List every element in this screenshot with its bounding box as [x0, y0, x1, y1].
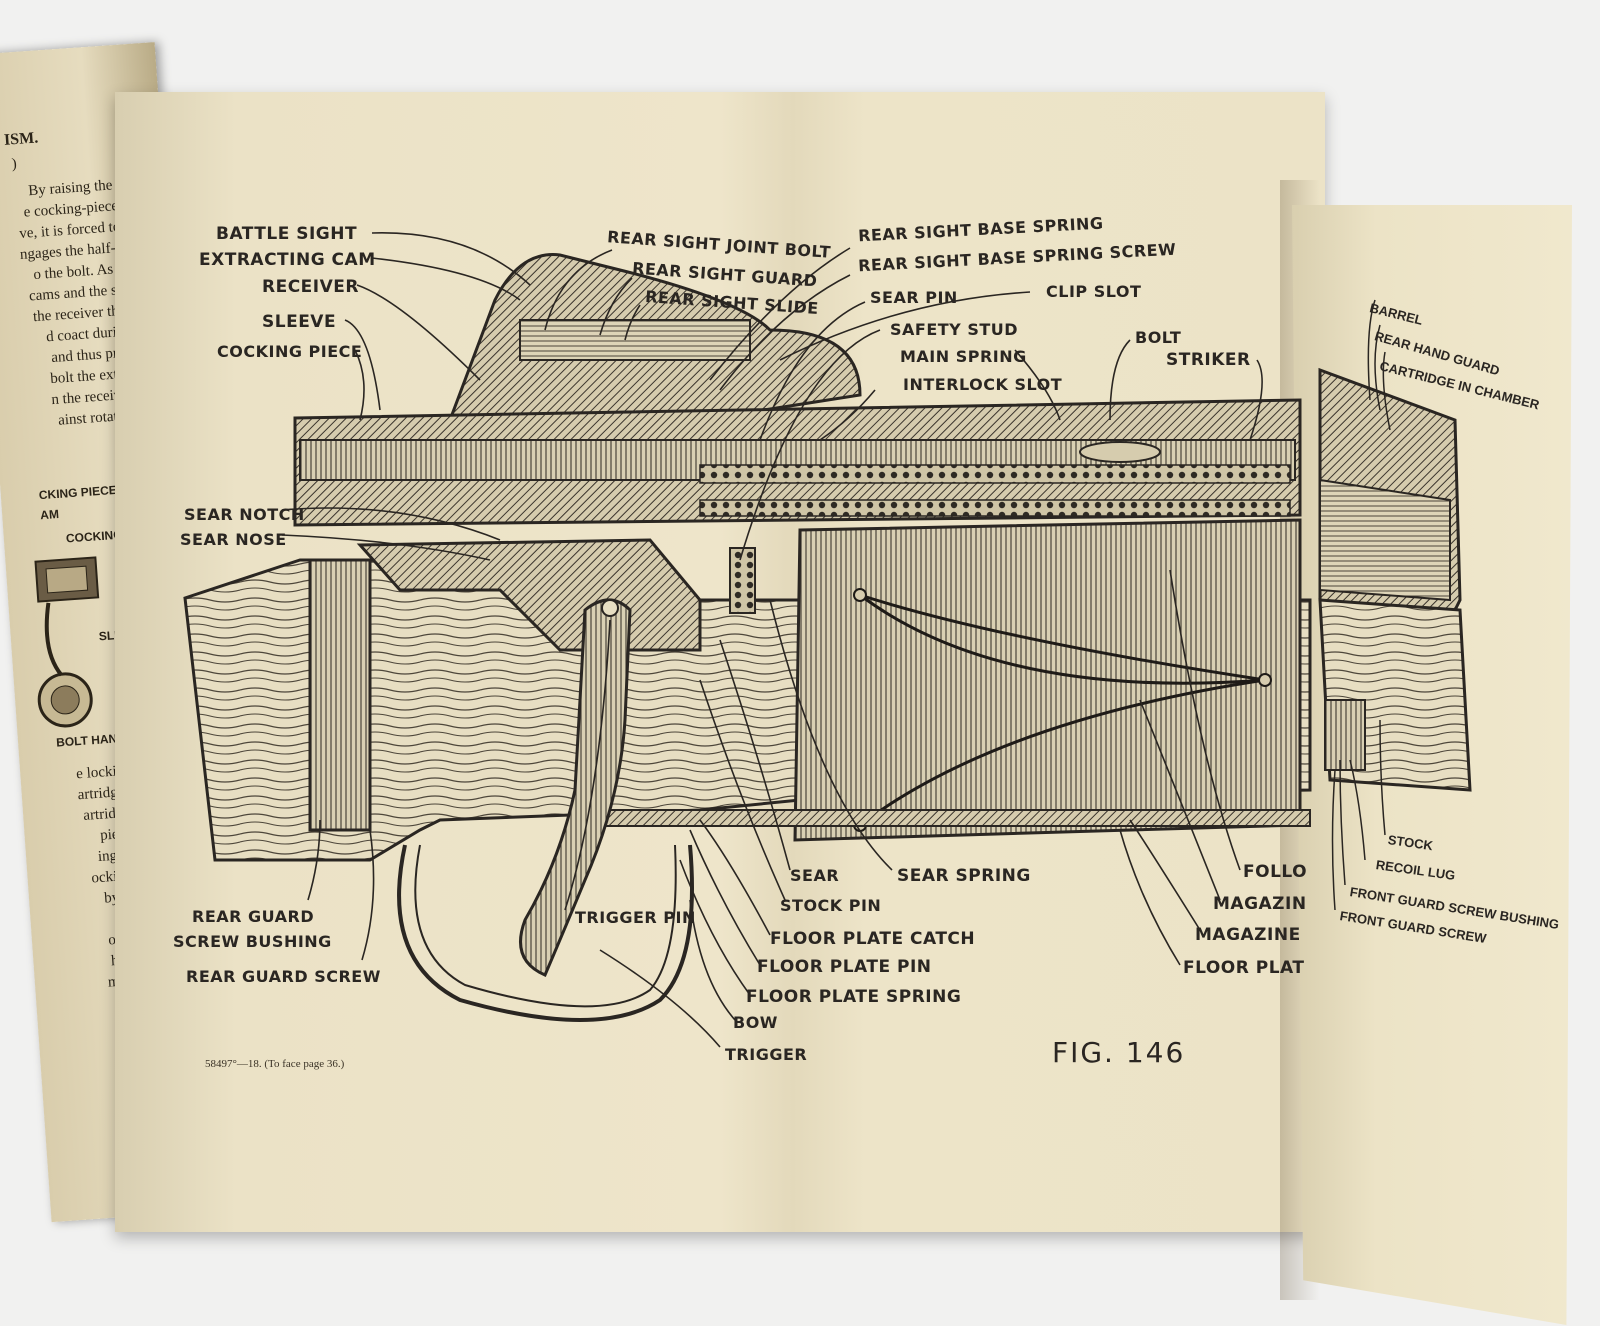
label-bolt: BOLT	[1135, 328, 1182, 347]
label-rear-guard-1: REAR GUARD	[192, 907, 315, 926]
label-sear-spring: SEAR SPRING	[897, 866, 1031, 886]
trigger-guard-bow	[397, 844, 694, 1022]
label-trigger: TRIGGER	[725, 1045, 808, 1064]
label-rear-guard-screw: REAR GUARD SCREW	[186, 967, 381, 986]
floor-plate-shape	[589, 809, 1311, 827]
label-battle-sight: BATTLE SIGHT	[216, 224, 358, 244]
label-rear-guard-2: SCREW BUSHING	[173, 932, 332, 951]
label-sear-pin: SEAR PIN	[870, 288, 958, 307]
label-floor-plate-catch: FLOOR PLATE CATCH	[770, 929, 976, 949]
label-bow: BOW	[733, 1013, 778, 1032]
magazine-well	[793, 518, 1302, 842]
label-extracting-cam: EXTRACTING CAM	[199, 250, 376, 270]
label-main-spring: MAIN SPRING	[900, 347, 1027, 366]
label-floor-plate: FLOOR PLAT	[1183, 958, 1305, 978]
label-floor-plate-spring: FLOOR PLATE SPRING	[746, 987, 962, 1007]
bolt-collar	[1079, 441, 1161, 463]
label-stock-pin: STOCK PIN	[780, 896, 882, 915]
main-spring-bottom	[699, 499, 1291, 517]
footnote: 58497°—18. (To face page 36.)	[205, 1058, 345, 1070]
label-magazine-spring: MAGAZIN	[1213, 894, 1307, 914]
label-striker: STRIKER	[1166, 350, 1251, 370]
label-trigger-pin: TRIGGER PIN	[575, 908, 696, 927]
label-floor-plate-pin: FLOOR PLATE PIN	[757, 957, 932, 977]
main-spring-top	[699, 464, 1291, 484]
label-sear-nose: SEAR NOSE	[180, 530, 287, 549]
sear-spring-shape	[729, 547, 756, 614]
label-safety-stud: SAFETY STUD	[890, 320, 1019, 339]
rear-guard-screw-shape	[308, 558, 372, 832]
left-figure-sketch	[34, 556, 100, 728]
label-sleeve: SLEEVE	[262, 312, 337, 332]
label-interlock-slot: INTERLOCK SLOT	[903, 375, 1063, 394]
label-sear-notch: SEAR NOTCH	[184, 505, 305, 524]
label-cocking-piece: COCKING PIECE	[217, 342, 363, 361]
trigger-shape	[519, 598, 632, 977]
label-sear: SEAR	[790, 866, 840, 885]
rear-sight-slide-shape	[519, 319, 751, 361]
flap-diagram	[1318, 299, 1472, 911]
label-receiver: RECEIVER	[262, 277, 359, 297]
leader-lines	[281, 232, 1263, 1048]
label-clip-slot: CLIP SLOT	[1046, 282, 1142, 301]
label-follower: FOLLO	[1243, 862, 1308, 882]
figure-number: FIG. 146	[1052, 1036, 1186, 1069]
label-magazine: MAGAZINE	[1195, 925, 1301, 945]
